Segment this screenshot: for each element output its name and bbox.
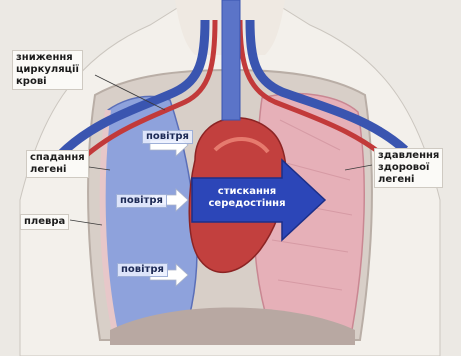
label-collapse-line1: спадання <box>30 152 85 164</box>
label-air-3: повітря <box>117 263 168 277</box>
label-pleura: плевра <box>20 214 69 230</box>
label-compression-line2: здорової <box>378 162 439 174</box>
label-compression: здавлення здорової легені <box>374 148 443 188</box>
label-compression-line3: легені <box>378 174 439 186</box>
trachea <box>222 0 240 120</box>
label-mediastinum-line2: середостіння <box>198 198 296 210</box>
label-air-1: повітря <box>142 130 193 144</box>
label-mediastinum-line1: стискання <box>198 186 296 198</box>
label-pleura-text: плевра <box>24 216 65 227</box>
label-circulation-line3: крові <box>16 76 79 88</box>
label-compression-line1: здавлення <box>378 150 439 162</box>
label-air-3-text: повітря <box>121 264 164 275</box>
label-mediastinum: стискання середостіння <box>198 186 296 210</box>
label-collapse-line2: легені <box>30 164 85 176</box>
label-air-1-text: повітря <box>146 131 189 142</box>
label-circulation-line2: циркуляції <box>16 64 79 76</box>
label-air-2: повітря <box>116 194 167 208</box>
label-air-2-text: повітря <box>120 195 163 206</box>
label-circulation: зниження циркуляції крові <box>12 50 83 90</box>
label-collapse: спадання легені <box>26 150 89 178</box>
label-circulation-line1: зниження <box>16 52 79 64</box>
